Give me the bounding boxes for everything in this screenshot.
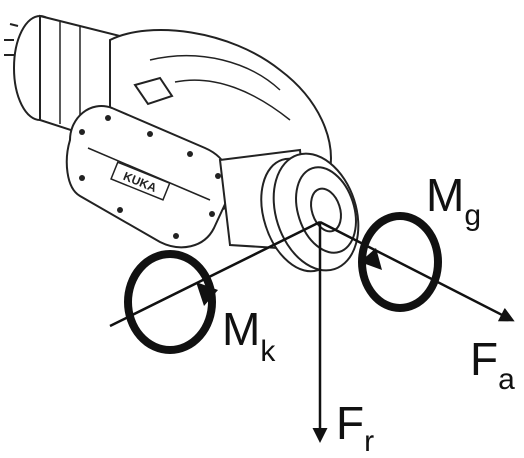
top-marking-plate: [133, 76, 174, 106]
label-mg: Mg: [426, 169, 481, 231]
label-fr: Fr: [336, 397, 374, 457]
label-mk-main: M: [222, 303, 261, 355]
rear-connector-pins: [4, 23, 19, 56]
label-mg-main: M: [426, 169, 465, 221]
cover-bolts: [79, 115, 221, 239]
flange-center-bore: [310, 187, 342, 233]
brand-plate: [110, 161, 171, 201]
label-fr-sub: r: [364, 425, 375, 458]
robot-wrist-drawing: [4, 14, 360, 273]
mk-axis-line: [109, 220, 321, 328]
mk-loop: [124, 250, 216, 354]
label-fa-main: F: [470, 333, 499, 385]
label-fr-main: F: [336, 397, 365, 449]
mk-moment-loop: [124, 250, 216, 354]
mk-arrowhead: [196, 282, 218, 306]
label-mk: Mk: [222, 303, 275, 367]
label-fa-sub: a: [498, 363, 515, 396]
fa-arrow: [319, 220, 515, 322]
mg-arrowhead: [360, 248, 382, 270]
label-mk-sub: k: [260, 335, 276, 368]
label-fa: Fa: [470, 333, 515, 395]
label-mg-sub: g: [464, 199, 482, 232]
force-axes: [109, 220, 515, 443]
